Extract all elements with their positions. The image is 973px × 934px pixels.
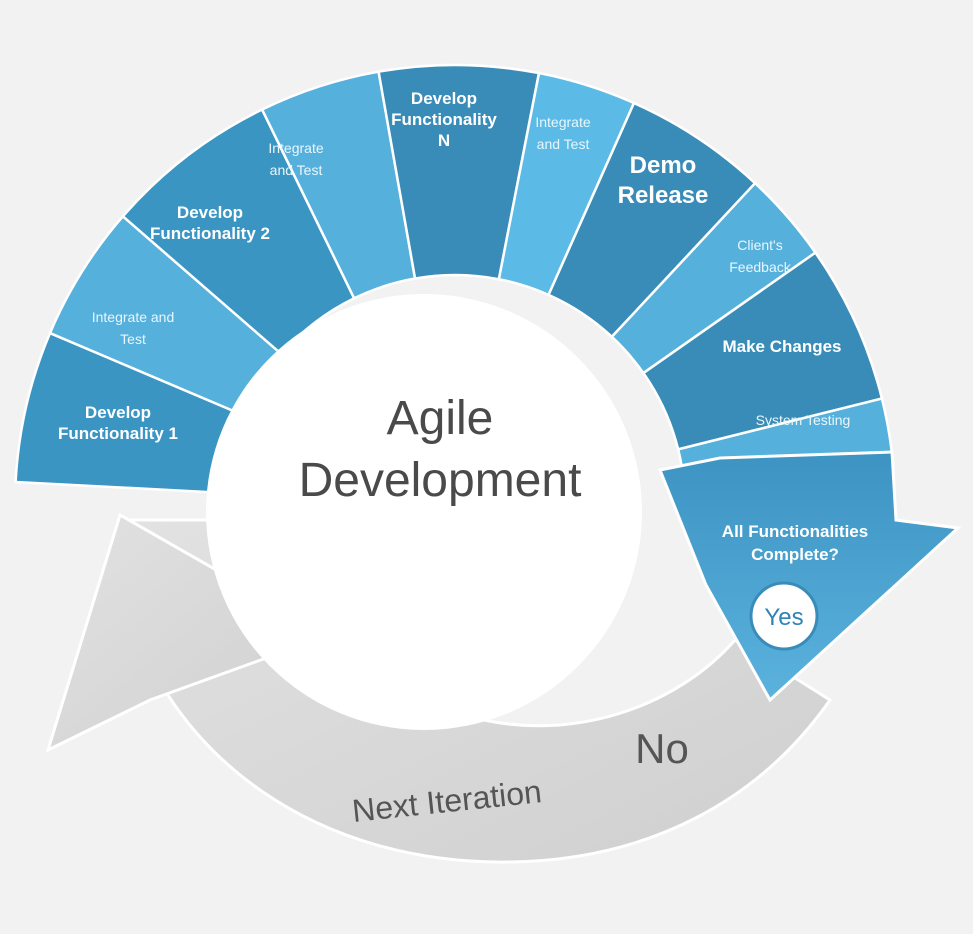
segment-5-label-line-1: Develop bbox=[411, 89, 477, 108]
yes-badge[interactable] bbox=[749, 581, 819, 651]
segment-3-label-line-1: Develop bbox=[177, 203, 243, 222]
segment-4-label-line-2: and Test bbox=[270, 162, 323, 178]
segment-5[interactable] bbox=[377, 63, 541, 281]
segment-2-label-line-2: Test bbox=[120, 331, 146, 347]
completion-question-line-2: Complete? bbox=[751, 545, 839, 564]
segment-8-label-line-2: Feedback bbox=[729, 259, 791, 275]
segment-9[interactable] bbox=[641, 250, 884, 451]
segment-1-label-line-2: Functionality 1 bbox=[58, 424, 178, 443]
segment-6-label-line-2: and Test bbox=[537, 136, 590, 152]
completion-arrow: All Functionalities Complete? Yes bbox=[657, 450, 962, 703]
segment-3-label-line-2: Functionality 2 bbox=[150, 224, 270, 243]
segment-10-label-line-1: System Testing bbox=[756, 412, 851, 428]
segment-1-label-line-1: Develop bbox=[85, 403, 151, 422]
segment-5-label-line-3: N bbox=[438, 131, 450, 150]
segment-7-label-line-2: Release bbox=[618, 182, 709, 209]
segment-9-label-line-1: Make Changes bbox=[722, 337, 841, 356]
segment-6-label-line-1: Integrate bbox=[535, 114, 590, 130]
segment-2-label-line-1: Integrate and bbox=[92, 309, 175, 325]
no-label: No bbox=[635, 725, 689, 772]
completion-arrow-shape bbox=[657, 450, 962, 703]
yes-label[interactable]: Yes bbox=[764, 604, 803, 631]
center-title-line-1: Agile bbox=[387, 392, 494, 445]
segment-5-label-line-2: Functionality bbox=[391, 110, 497, 129]
center-circle bbox=[206, 294, 642, 730]
completion-question-line-1: All Functionalities bbox=[722, 522, 868, 541]
segment-7-label-line-1: Demo bbox=[630, 152, 697, 179]
segment-4-label-line-1: Integrate bbox=[268, 140, 323, 156]
center-title-line-2: Development bbox=[299, 454, 582, 507]
segment-8-label-line-1: Client's bbox=[737, 237, 782, 253]
